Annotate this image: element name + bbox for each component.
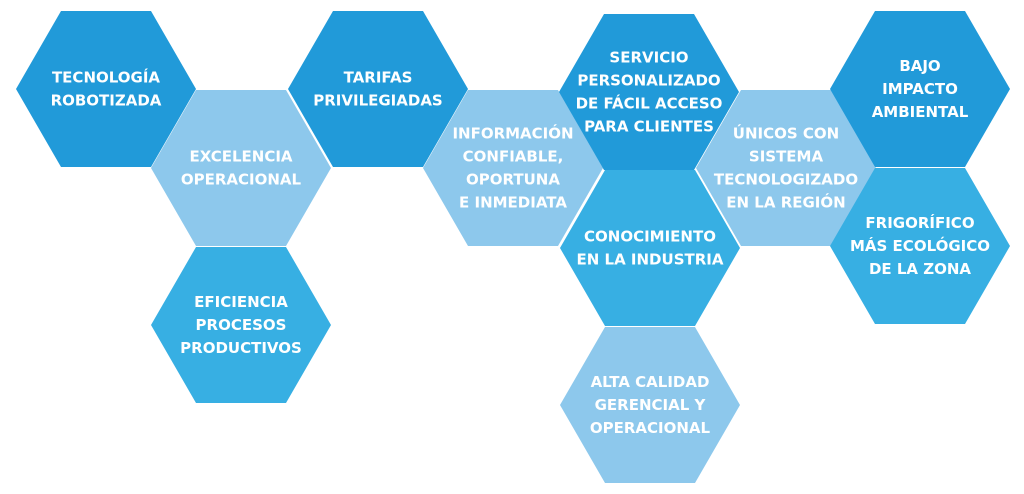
hexagon-tecnologia-robotizada: TECNOLOGÍA ROBOTIZADA <box>16 11 196 167</box>
hexagon-shape <box>559 14 739 170</box>
hexagon-tarifas-privilegiadas: TARIFAS PRIVILEGIADAS <box>288 11 468 167</box>
hexagon-label-line: ROBOTIZADA <box>51 92 162 110</box>
hexagon-label-line: OPERACIONAL <box>181 171 302 189</box>
hexagon-excelencia-operacional: EXCELENCIA OPERACIONAL <box>151 90 331 246</box>
hexagon-label-line: DE FÁCIL ACCESO <box>576 94 723 113</box>
hexagon-label-line: PRIVILEGIADAS <box>313 92 443 110</box>
hexagon-label-line: DE LA ZONA <box>869 260 971 278</box>
hexagon-alta-calidad-gerencial: ALTA CALIDAD GERENCIAL Y OPERACIONAL <box>560 327 740 483</box>
hexagon-label-line: OPERACIONAL <box>590 419 711 437</box>
hexagon-label-line: INFORMACIÓN <box>452 124 573 143</box>
hexagon-label-line: EFICIENCIA <box>194 293 288 311</box>
hexagon-label-line: CONFIABLE, <box>463 148 564 166</box>
hexagon-label-line: EN LA REGIÓN <box>726 193 845 212</box>
hexagon-label-line: SISTEMA <box>749 148 824 166</box>
hexagon-label-line: ÚNICOS CON <box>733 124 839 143</box>
hexagon-shape <box>151 247 331 403</box>
hexagon-label-line: EN LA INDUSTRIA <box>577 251 724 269</box>
hexagon-shape <box>151 90 331 246</box>
hexagon-shape <box>560 327 740 483</box>
hexagon-label-line: PERSONALIZADO <box>577 72 720 90</box>
hexagon-label-line: BAJO <box>899 57 940 75</box>
hexagon-label-line: MÁS ECOLÓGICO <box>850 236 990 255</box>
hexagon-shape <box>830 168 1010 324</box>
hexagon-servicio-personalizado: SERVICIO PERSONALIZADO DE FÁCIL ACCESO PARA… <box>559 14 739 170</box>
hexagon-shape <box>560 170 740 326</box>
hexagon-label-line: IMPACTO <box>882 80 958 98</box>
hexagon-label-line: TECNOLOGÍA <box>52 68 160 87</box>
hexagon-label-line: GERENCIAL Y <box>595 396 707 414</box>
hexagon-label-line: PRODUCTIVOS <box>180 339 302 357</box>
hexagon-informacion-confiable: INFORMACIÓN CONFIABLE, OPORTUNA E INMEDIATA <box>423 90 603 246</box>
hexagon-label-line: EXCELENCIA <box>189 148 292 166</box>
hexagon-shape <box>423 90 603 246</box>
hexagon-shape <box>288 11 468 167</box>
hexagon-label-line: OPORTUNA <box>466 171 560 189</box>
hexagon-label-line: PARA CLIENTES <box>584 118 714 136</box>
hexagon-label-line: CONOCIMIENTO <box>584 228 716 246</box>
hexagon-shape <box>696 90 876 246</box>
hexagon-frigorifico-mas-ecologico: FRIGORÍFICO MÁS ECOLÓGICO DE LA ZONA <box>830 168 1010 324</box>
hexagon-eficiencia-procesos-productivos: EFICIENCIA PROCESOS PRODUCTIVOS <box>151 247 331 403</box>
hexagon-label-line: TARIFAS <box>344 69 413 87</box>
hexagon-shape <box>16 11 196 167</box>
hexagon-label-line: E INMEDIATA <box>459 194 567 212</box>
hexagon-bajo-impacto-ambiental: BAJO IMPACTO AMBIENTAL <box>830 11 1010 167</box>
hexagon-label-line: ALTA CALIDAD <box>591 373 710 391</box>
hexagon-label-line: SERVICIO <box>609 49 688 67</box>
hexagon-shape <box>830 11 1010 167</box>
hexagon-label-line: FRIGORÍFICO <box>865 213 974 232</box>
hexagon-label-line: PROCESOS <box>196 316 287 334</box>
hexagon-conocimiento-industria: CONOCIMIENTO EN LA INDUSTRIA <box>560 170 740 326</box>
hexagon-label-line: AMBIENTAL <box>872 103 969 121</box>
hexagon-label-line: TECNOLOGIZADO <box>714 171 858 189</box>
hexagon-unicos-sistema-tecnologizado: ÚNICOS CON SISTEMA TECNOLOGIZADO EN LA REGI… <box>696 90 876 246</box>
